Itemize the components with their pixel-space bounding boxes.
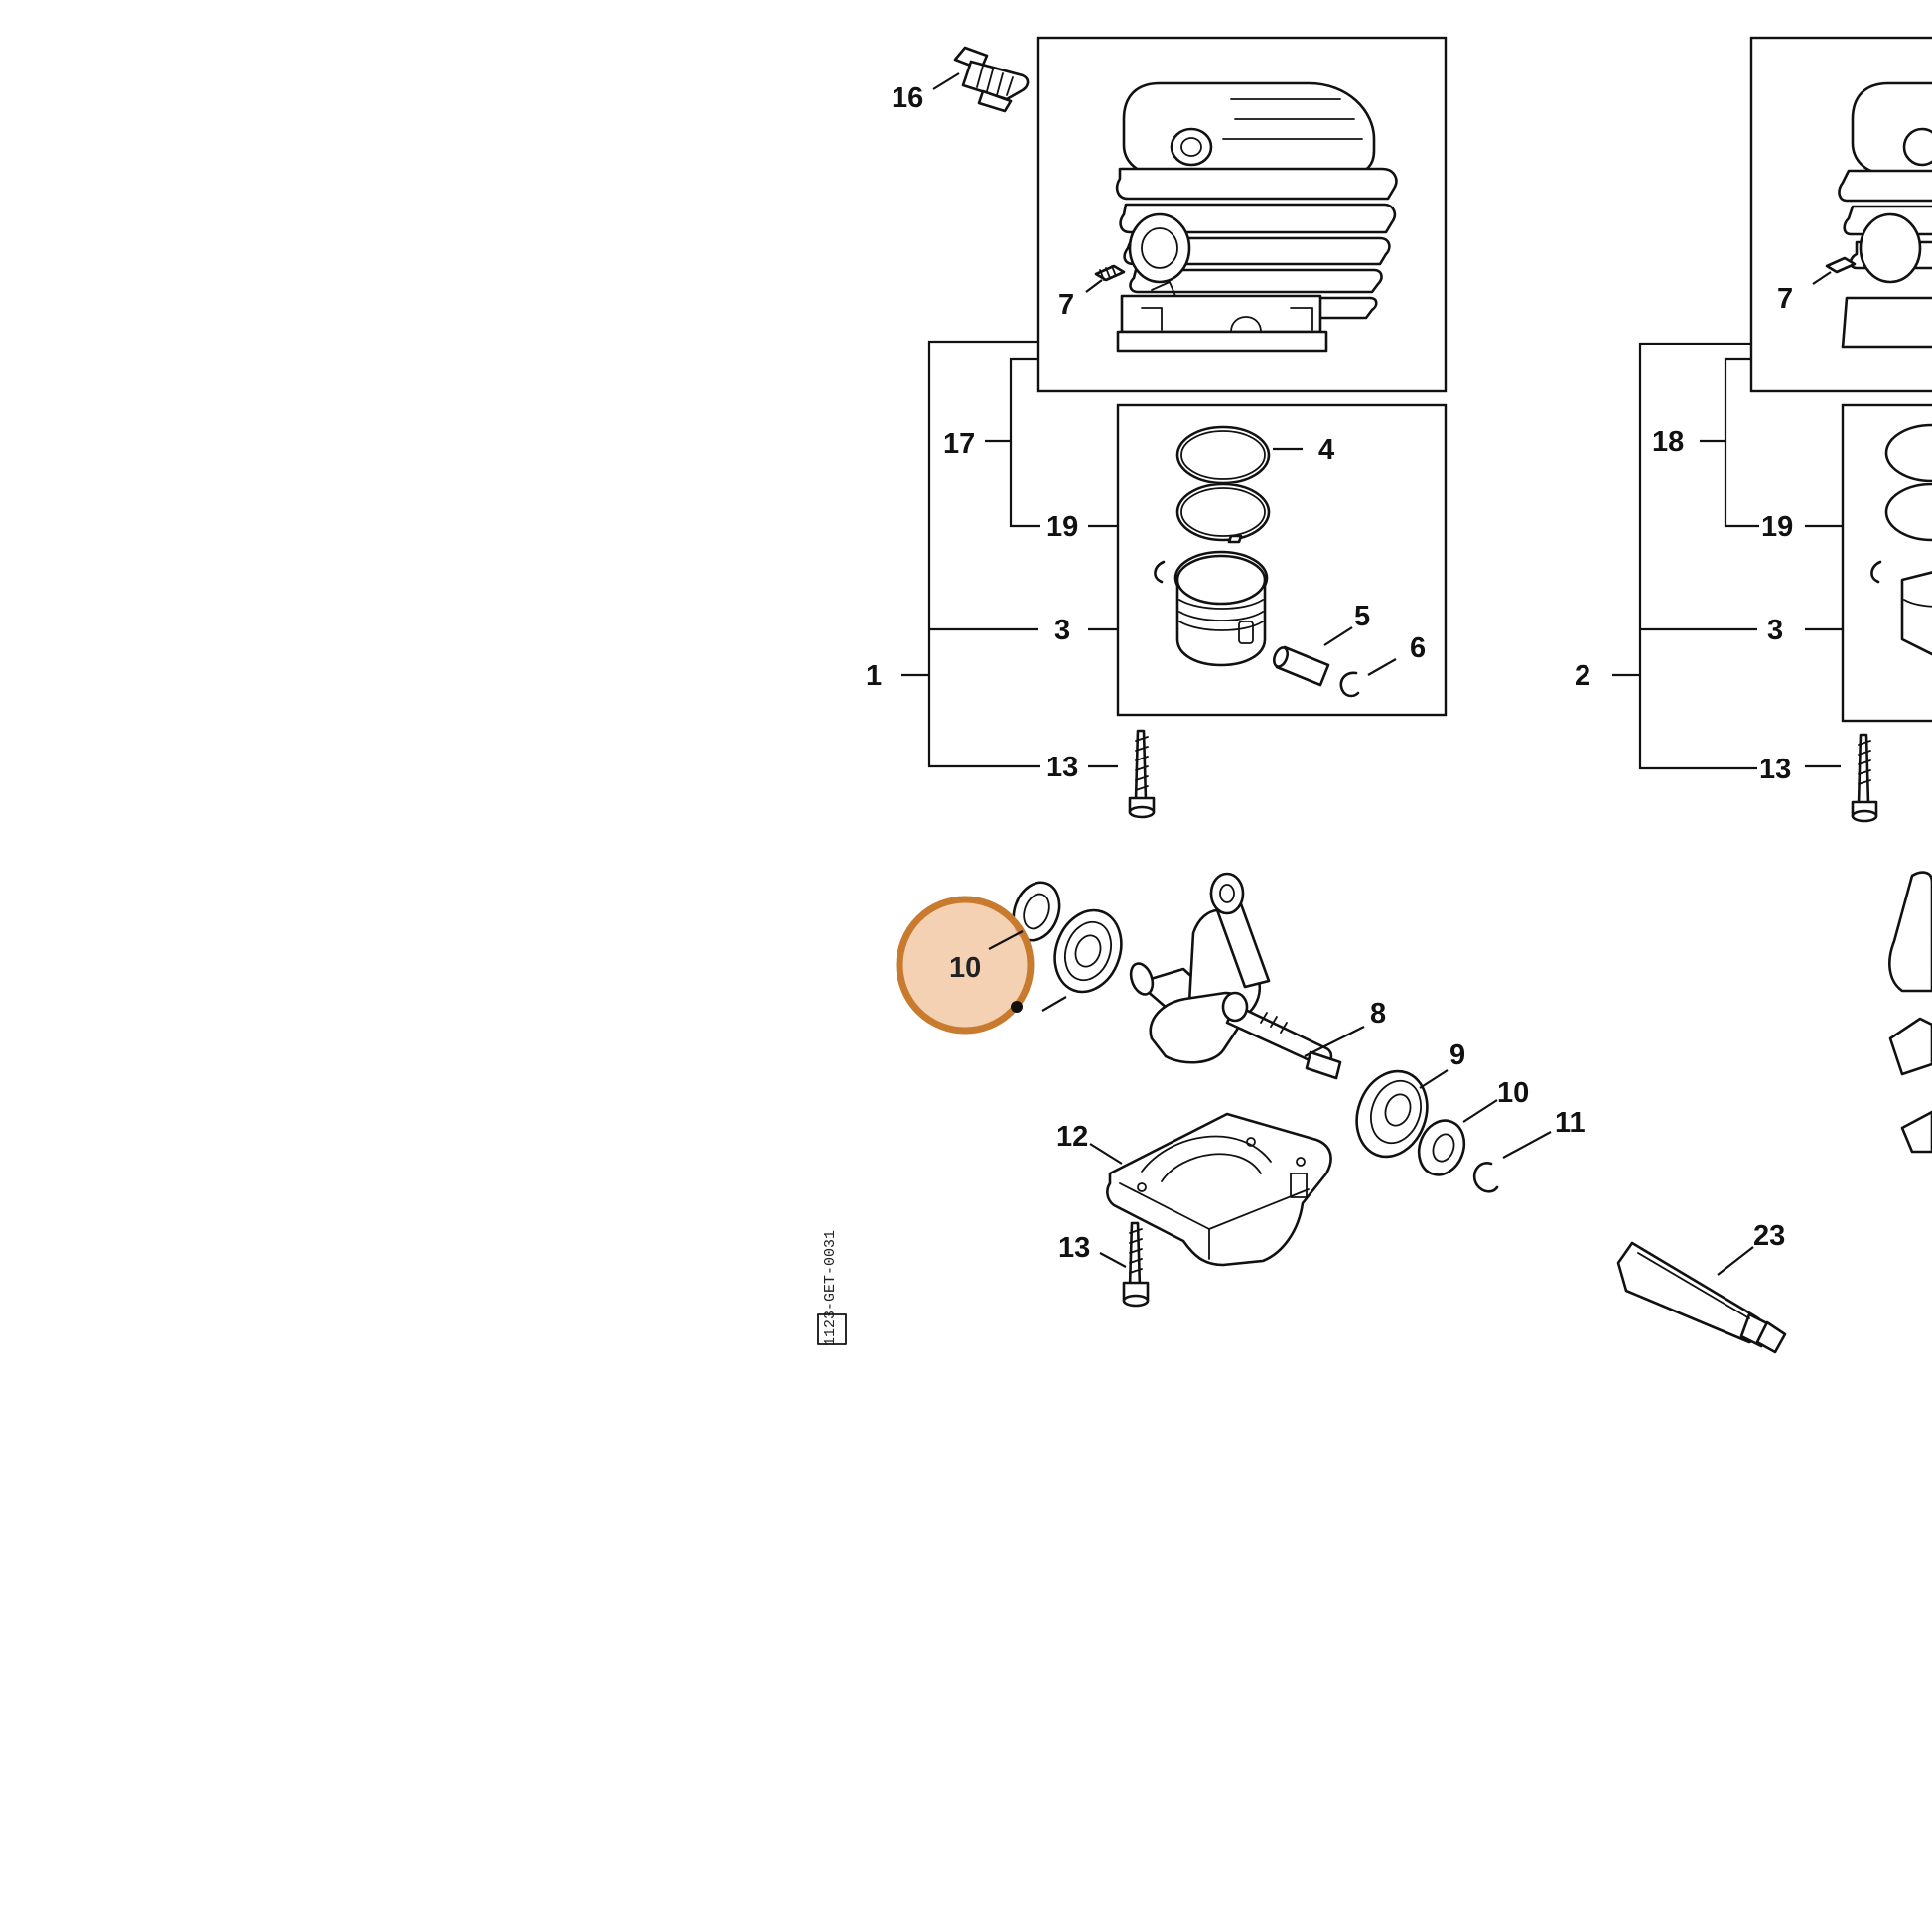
decompression-valve-7-right[interactable] bbox=[1825, 256, 1857, 274]
cylinder-part[interactable] bbox=[1115, 81, 1398, 353]
callout-19-left[interactable]: 19 bbox=[1046, 511, 1078, 543]
callout-11[interactable]: 11 bbox=[1555, 1107, 1586, 1139]
piston-pin-5[interactable] bbox=[1272, 645, 1330, 687]
callout-17[interactable]: 17 bbox=[943, 428, 975, 460]
callout-9[interactable]: 9 bbox=[1449, 1039, 1465, 1071]
cylinder-screw-13-right[interactable] bbox=[1851, 733, 1878, 823]
cylinder-part-right[interactable] bbox=[1838, 81, 1932, 349]
callout-7-left[interactable]: 7 bbox=[1058, 289, 1074, 321]
callout-7-right[interactable]: 7 bbox=[1777, 283, 1793, 315]
callout-12[interactable]: 12 bbox=[1056, 1121, 1088, 1153]
callout-2[interactable]: 2 bbox=[1575, 660, 1590, 692]
callout-10-highlighted[interactable]: 10 bbox=[949, 952, 981, 984]
ball-bearing-left[interactable] bbox=[1044, 901, 1133, 1002]
piston-frame-right bbox=[1841, 403, 1932, 723]
bracket-tree-left bbox=[901, 340, 1118, 768]
crankshaft-right[interactable] bbox=[1888, 871, 1932, 1154]
circlip-6[interactable] bbox=[1339, 671, 1360, 698]
spark-plug-16[interactable] bbox=[953, 46, 1030, 113]
callout-19-right[interactable]: 19 bbox=[1761, 511, 1793, 543]
drawing-code: 1123-GET-0031 bbox=[822, 1230, 839, 1346]
callout-1[interactable]: 1 bbox=[866, 660, 882, 692]
decompression-valve-7[interactable] bbox=[1094, 264, 1126, 282]
callout-3-left[interactable]: 3 bbox=[1054, 615, 1070, 646]
highlight-marker[interactable]: 10 bbox=[896, 896, 1035, 1035]
piston-3[interactable] bbox=[1173, 550, 1269, 667]
callout-16[interactable]: 16 bbox=[892, 82, 923, 114]
callout-3-right[interactable]: 3 bbox=[1767, 615, 1783, 646]
piston-ring-lower[interactable] bbox=[1175, 483, 1271, 544]
callout-13-left-bottom[interactable]: 13 bbox=[1058, 1232, 1090, 1264]
piston-circlip-left[interactable] bbox=[1154, 560, 1166, 584]
callout-6[interactable]: 6 bbox=[1410, 632, 1426, 664]
callout-18[interactable]: 18 bbox=[1652, 426, 1684, 458]
circlip-11[interactable] bbox=[1472, 1162, 1499, 1193]
piston-ring-4[interactable] bbox=[1175, 425, 1271, 484]
piston-right[interactable] bbox=[1870, 423, 1932, 659]
crankshaft-8[interactable] bbox=[1127, 872, 1342, 1080]
callout-13-left-top[interactable]: 13 bbox=[1046, 752, 1078, 783]
grease-tube-23[interactable] bbox=[1616, 1241, 1787, 1354]
cylinder-screw-13[interactable] bbox=[1128, 729, 1156, 819]
callout-8[interactable]: 8 bbox=[1370, 998, 1386, 1030]
callout-5[interactable]: 5 bbox=[1354, 601, 1370, 632]
callout-23[interactable]: 23 bbox=[1753, 1220, 1785, 1252]
cylinder-frame bbox=[1036, 36, 1448, 393]
oil-seal-10[interactable] bbox=[1412, 1114, 1471, 1181]
crankcase-12[interactable] bbox=[1106, 1112, 1332, 1267]
crankcase-screw-13[interactable] bbox=[1122, 1221, 1150, 1308]
cylinder-frame-right bbox=[1749, 36, 1932, 393]
callout-13-right[interactable]: 13 bbox=[1759, 754, 1791, 785]
piston-frame bbox=[1116, 403, 1448, 717]
ball-bearing-9[interactable] bbox=[1345, 1061, 1439, 1167]
bracket-tree-right bbox=[1612, 342, 1843, 770]
callout-4[interactable]: 4 bbox=[1318, 434, 1334, 466]
callout-10[interactable]: 10 bbox=[1497, 1077, 1529, 1109]
